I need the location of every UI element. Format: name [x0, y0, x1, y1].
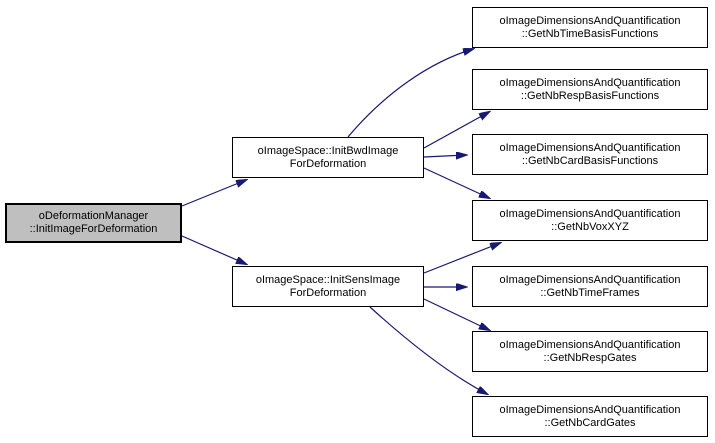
node-get-nb-card-gates[interactable]: oImageDimensionsAndQuantification ::GetN… [472, 396, 708, 437]
node-label-line: ::InitImageForDeformation [29, 223, 158, 235]
edge-init-bwd-to-get-nb-resp-basis-functions [423, 112, 489, 149]
node-init-image-for-deformation: oDeformationManager ::InitImageForDeform… [5, 203, 182, 243]
node-label-line: oDeformationManager [38, 210, 149, 222]
node-label-line: ForDeformation [289, 286, 367, 299]
node-label-line: oImageDimensionsAndQuantification [499, 76, 681, 89]
node-label-line: oImageDimensionsAndQuantification [499, 273, 681, 286]
node-label-line: oImageDimensionsAndQuantification [499, 207, 681, 220]
edge-root-to-init-bwd [181, 180, 246, 207]
node-label-line: oImageDimensionsAndQuantification [499, 141, 681, 154]
node-get-nb-resp-gates[interactable]: oImageDimensionsAndQuantification ::GetN… [472, 331, 708, 372]
edge-init-sens-to-get-nb-vox-xyz [423, 243, 500, 274]
edge-init-sens-to-get-nb-resp-gates [423, 298, 489, 330]
node-get-nb-time-basis-functions[interactable]: oImageDimensionsAndQuantification ::GetN… [472, 7, 708, 48]
node-label-line: oImageSpace::InitBwdImage [257, 144, 399, 157]
node-label-line: ::GetNbRespBasisFunctions [520, 89, 660, 102]
node-init-sens-image-for-deformation[interactable]: oImageSpace::InitSensImage ForDeformatio… [232, 266, 424, 307]
node-label-line: oImageDimensionsAndQuantification [499, 403, 681, 416]
node-label-line: ::GetNbTimeBasisFunctions [521, 27, 659, 40]
edge-init-bwd-to-get-nb-vox-xyz [423, 167, 489, 198]
node-get-nb-vox-xyz[interactable]: oImageDimensionsAndQuantification ::GetN… [472, 200, 708, 241]
node-label-line: ::GetNbCardBasisFunctions [521, 154, 659, 167]
node-label-line: ::GetNbCardGates [544, 416, 636, 429]
node-init-bwd-image-for-deformation[interactable]: oImageSpace::InitBwdImage ForDeformation [232, 137, 424, 178]
node-label-line: oImageSpace::InitSensImage [255, 273, 401, 286]
node-label-line: ::GetNbVoxXYZ [551, 220, 629, 233]
node-label-line: ::GetNbTimeFrames [540, 286, 640, 299]
edge-root-to-init-sens [181, 235, 246, 264]
node-get-nb-card-basis-functions[interactable]: oImageDimensionsAndQuantification ::GetN… [472, 134, 708, 175]
node-label-line: oImageDimensionsAndQuantification [499, 14, 681, 27]
edge-init-sens-to-get-nb-card-gates [369, 306, 487, 394]
node-label-line: oImageDimensionsAndQuantification [499, 338, 681, 351]
node-get-nb-resp-basis-functions[interactable]: oImageDimensionsAndQuantification ::GetN… [472, 69, 708, 110]
node-get-nb-time-frames[interactable]: oImageDimensionsAndQuantification ::GetN… [472, 266, 708, 307]
node-label-line: ForDeformation [289, 157, 367, 170]
edge-init-bwd-to-get-nb-time-basis-functions [347, 49, 473, 138]
node-label-line: ::GetNbRespGates [543, 351, 637, 364]
edge-init-bwd-to-get-nb-card-basis-functions [423, 155, 466, 157]
